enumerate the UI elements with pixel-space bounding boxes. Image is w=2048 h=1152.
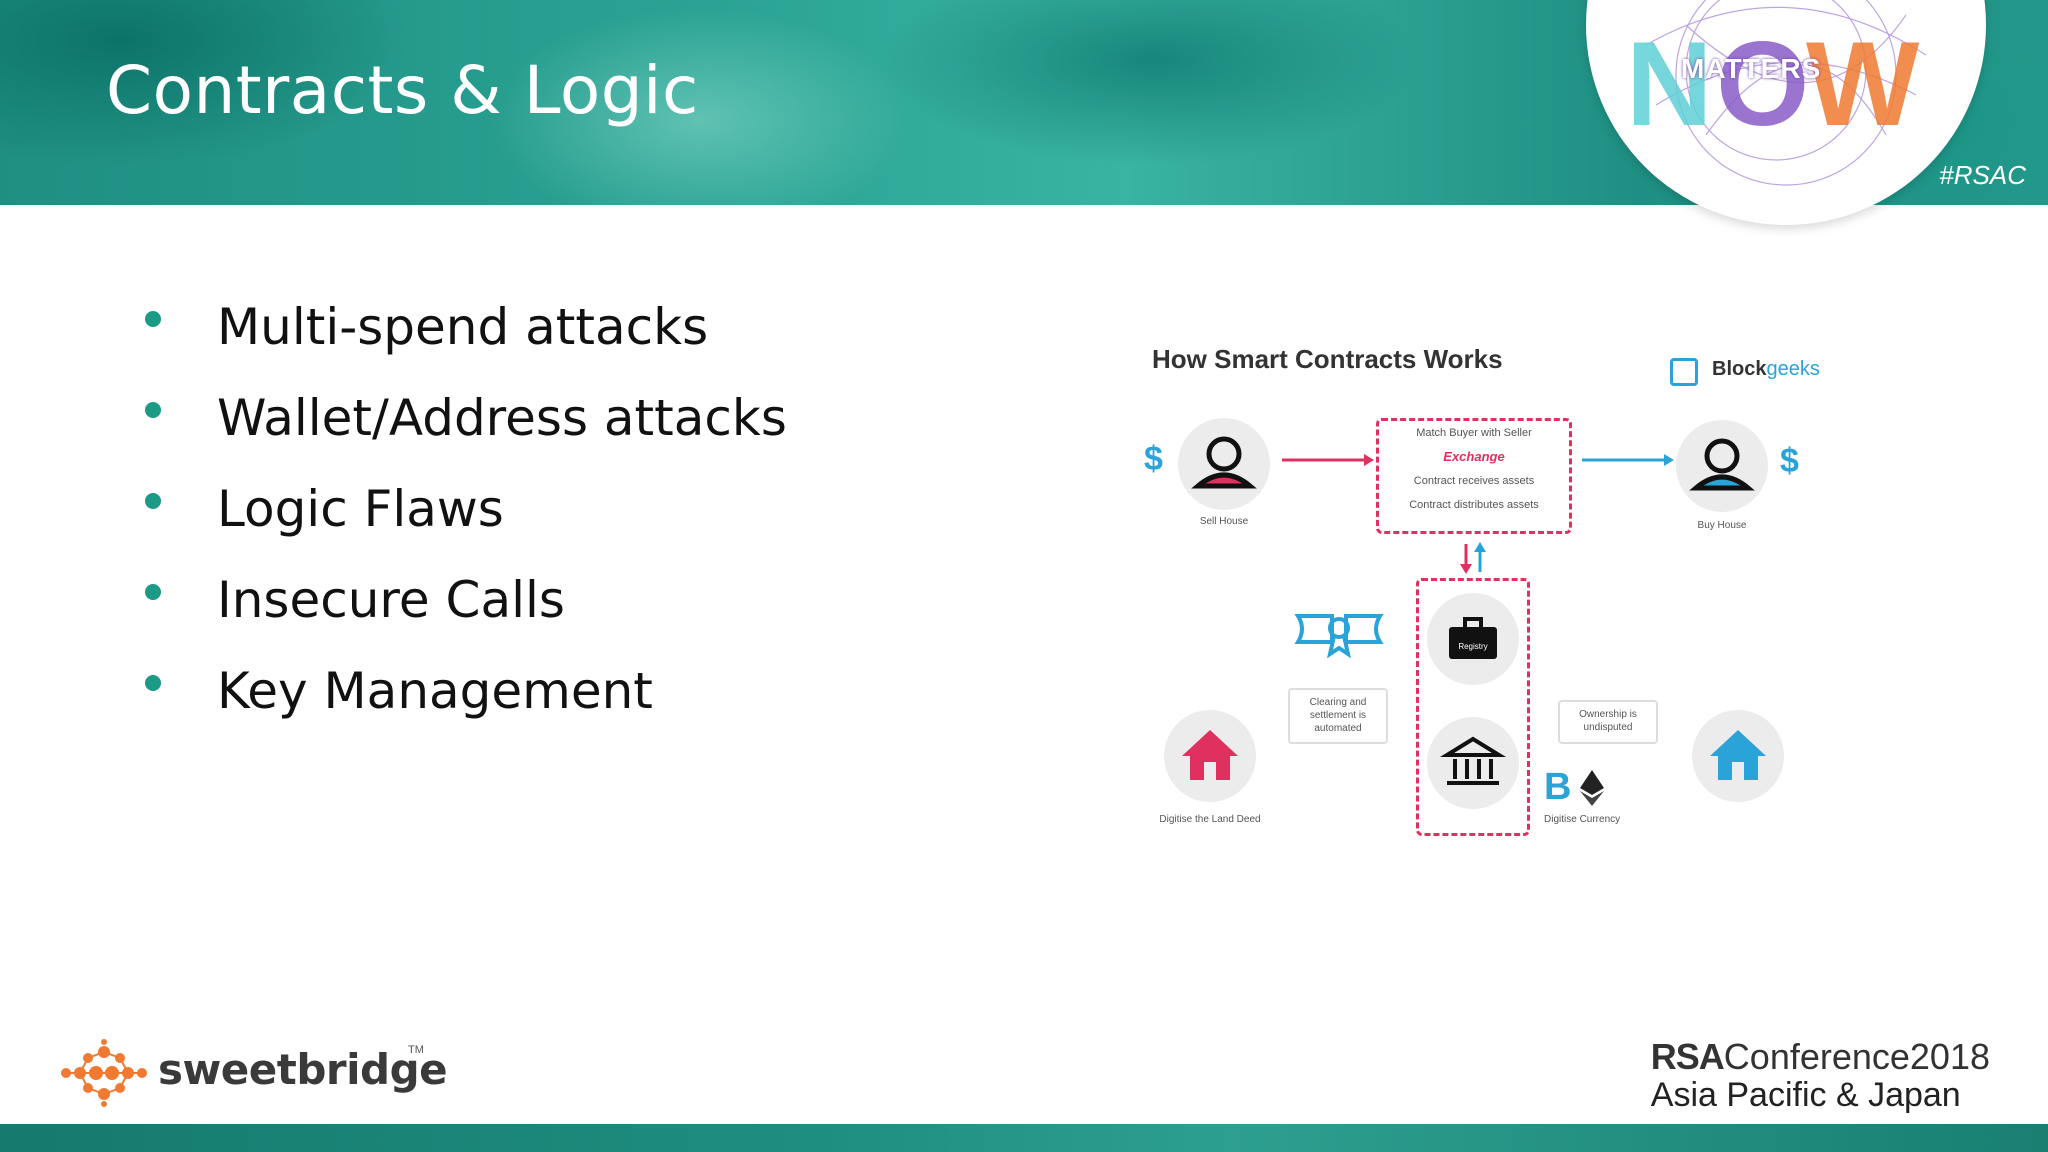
- rsa-conference-year: Conference2018: [1723, 1036, 1990, 1077]
- pink-house-circle: [1164, 710, 1256, 802]
- svg-text:N: N: [1626, 17, 1713, 151]
- registry-label: Registry: [1458, 642, 1487, 651]
- badge-text: MATTERS: [1681, 53, 1822, 84]
- footer-band: [0, 1124, 2048, 1152]
- sweetbridge-mark-icon: [61, 1039, 147, 1107]
- slide-title: Contracts & Logic: [106, 52, 699, 129]
- hashtag-label: #RSAC: [1939, 160, 2026, 190]
- bullet-list: Multi-spend attacks Wallet/Address attac…: [140, 288, 787, 743]
- diagram-title: How Smart Contracts Works: [1152, 344, 1503, 374]
- bullet-text: Key Management: [217, 662, 653, 720]
- bullet-dot-icon: [145, 675, 161, 691]
- currency-label: Digitise Currency: [1544, 814, 1621, 825]
- exchange-line-3: Contract receives assets: [1413, 475, 1535, 487]
- sell-house-label: Sell House: [1199, 516, 1249, 527]
- bullet-item: Wallet/Address attacks: [140, 379, 787, 470]
- blockgeeks-icon: [1670, 358, 1698, 386]
- right-arrow-blue-icon: [1582, 454, 1674, 466]
- house-pink-icon: [1182, 730, 1238, 780]
- sweetbridge-logo: sweetbridge TM: [58, 1038, 448, 1108]
- rsa-region: Asia Pacific & Japan: [1650, 1076, 1961, 1114]
- buyer-circle: [1676, 420, 1768, 512]
- bullet-text: Wallet/Address attacks: [217, 389, 787, 447]
- now-matters-graphic: N O W: [1626, 0, 1927, 186]
- certificate-icon: [1294, 614, 1384, 658]
- bullet-text: Insecure Calls: [217, 571, 565, 629]
- bitcoin-icon: B: [1544, 766, 1572, 808]
- exchange-line-1: Match Buyer with Seller: [1416, 427, 1532, 439]
- bullet-text: Logic Flaws: [217, 480, 504, 538]
- bullet-dot-icon: [145, 584, 161, 600]
- right-arrow-pink-icon: [1282, 454, 1374, 466]
- buy-house-label: Buy House: [1697, 520, 1747, 531]
- smart-contract-diagram: How Smart Contracts Works Blockgeeks $ S…: [1140, 330, 1840, 850]
- svg-text:W: W: [1806, 17, 1920, 151]
- bank-icon: [1439, 736, 1507, 785]
- ownership-callout: Ownership is undisputed: [1558, 700, 1658, 744]
- up-down-arrows-icon: [1460, 542, 1486, 574]
- exchange-box: Match Buyer with Seller Exchange Contrac…: [1376, 418, 1572, 534]
- trademark-mark: TM: [408, 1044, 424, 1056]
- rsa-bold: RSA: [1650, 1036, 1725, 1077]
- now-matters-logo: N O W MATTERS: [1586, 0, 1986, 225]
- bullet-item: Multi-spend attacks: [140, 288, 787, 379]
- seller-person-icon: [1191, 436, 1257, 489]
- clearing-callout: Clearing and settlement is automated: [1288, 688, 1388, 744]
- bullet-item: Insecure Calls: [140, 561, 787, 652]
- house-blue-icon: [1710, 730, 1766, 780]
- blockgeeks-logo: Blockgeeks: [1670, 354, 1830, 390]
- bullet-dot-icon: [145, 402, 161, 418]
- bullet-dot-icon: [145, 311, 161, 327]
- briefcase-icon: Registry: [1449, 617, 1497, 659]
- bullet-text: Multi-spend attacks: [217, 298, 709, 356]
- land-deed-label: Digitise the Land Deed: [1159, 814, 1261, 825]
- seller-circle: [1178, 418, 1270, 510]
- exchange-line-2: Exchange: [1443, 449, 1505, 464]
- blue-house-circle: [1692, 710, 1784, 802]
- ethereum-icon: [1580, 770, 1604, 806]
- bullet-item: Key Management: [140, 652, 787, 743]
- brand-light: geeks: [1766, 358, 1820, 380]
- svg-text:O: O: [1716, 17, 1809, 151]
- exchange-line-4: Contract distributes assets: [1409, 499, 1539, 511]
- registry-circle: Registry: [1427, 593, 1519, 685]
- rsa-conference-logo: RSAConference2018 Asia Pacific & Japan: [1651, 1036, 1990, 1115]
- bullet-dot-icon: [145, 493, 161, 509]
- sweetbridge-name: sweetbridge: [158, 1045, 448, 1094]
- dollar-icon: $: [1780, 442, 1799, 480]
- buyer-person-icon: [1689, 438, 1755, 491]
- registry-stack: Registry: [1416, 578, 1530, 836]
- brand-bold: Block: [1712, 358, 1767, 380]
- bullet-item: Logic Flaws: [140, 470, 787, 561]
- bank-circle: [1427, 717, 1519, 809]
- dollar-icon: $: [1144, 440, 1163, 478]
